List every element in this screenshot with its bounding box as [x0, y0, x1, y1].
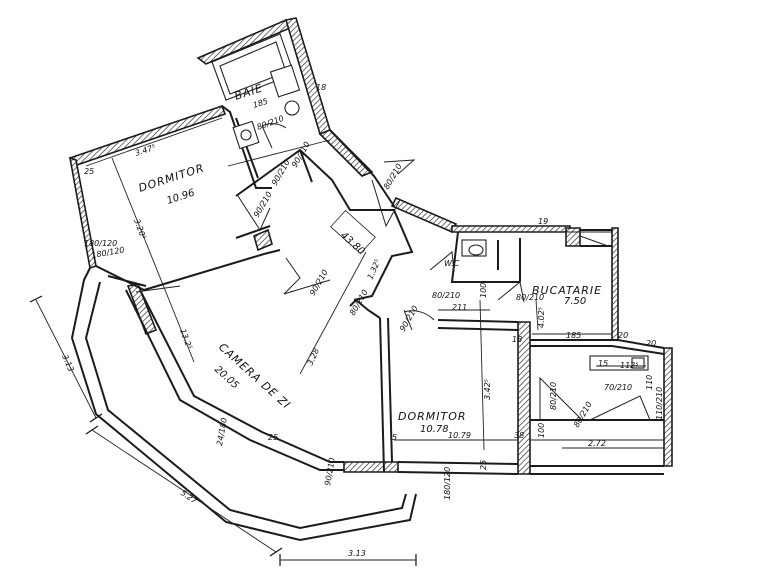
dim-label: 100 — [479, 283, 488, 298]
dim-label: 185 — [252, 97, 269, 110]
bathroom-sink — [269, 64, 301, 116]
dim-label: 25 — [268, 433, 278, 442]
door-living — [283, 257, 331, 295]
door-mark: 80/210 — [572, 400, 594, 429]
dim-label: 3.28 — [306, 347, 321, 367]
dim-label: 18 — [512, 335, 522, 344]
dim-label: 18 — [316, 83, 326, 92]
wall-lines — [70, 105, 665, 542]
door-hall-balcony — [371, 179, 401, 228]
kitchen-counter — [579, 235, 649, 371]
door-mark: 70/210 — [604, 383, 632, 392]
room-label-bedroom-2: DORMITOR — [398, 410, 467, 423]
dim-label: 13.2⁵ — [178, 328, 194, 351]
door-balcony-small — [539, 376, 584, 421]
fixtures — [211, 33, 649, 371]
door-mark: 110/210 — [655, 387, 664, 420]
door-mark: 90/210 — [270, 158, 292, 187]
dim-label: 5.27 — [179, 488, 200, 506]
dim-label: 19 — [538, 217, 548, 226]
wall-kitchen-corner — [565, 227, 581, 247]
door-mark: 90/210 — [323, 457, 337, 486]
room-area-kitchen: 7.50 — [564, 296, 586, 307]
dim-label: 25 — [479, 460, 488, 470]
wall-balcony-right — [663, 347, 673, 467]
doors — [135, 123, 664, 441]
wall-bedroom2-right — [517, 321, 531, 475]
room-label-bedroom-1: DORMITOR — [137, 161, 206, 195]
washing-machine — [232, 120, 260, 150]
room-label-wc: W.C — [444, 259, 460, 268]
dim-label: 25 — [84, 167, 94, 176]
dim-label: 4.02⁵ — [537, 307, 546, 328]
door-balcony-right — [589, 395, 651, 421]
dim-label: 3.13 — [60, 353, 75, 373]
room-area-hall: 43.80 — [338, 230, 367, 257]
dim-label: 15 — [598, 359, 608, 368]
room-labels: BAIE DORMITOR 10.96 CAMERA DE ZI 20.05 4… — [137, 81, 602, 435]
dim-label: 3.47⁵ — [134, 143, 157, 158]
dim-label: 110 — [645, 375, 654, 390]
dim-label: 20 — [646, 339, 656, 348]
door-bedroom2 — [403, 309, 435, 331]
dim-label: 3.20⁵ — [132, 218, 148, 241]
dim-label: 2.72 — [588, 439, 606, 448]
room-area-bedroom-2: 10.78 — [420, 424, 449, 435]
dim-label: 211 — [452, 303, 467, 312]
dim-label: 185 — [566, 331, 581, 340]
door-bedroom1 — [237, 195, 271, 232]
dim-label: 180/120 — [84, 239, 117, 248]
dimension-lines — [29, 117, 664, 566]
outer-walls — [68, 17, 673, 475]
hall-area-box — [330, 209, 376, 255]
door-mark: 80/210 — [348, 288, 370, 317]
door-entry — [383, 159, 416, 175]
dim-label: 38 — [514, 431, 524, 440]
door-mark: 80/210 — [256, 114, 286, 132]
dim-label: 3.42⁵ — [483, 379, 492, 400]
dim-label: 20 — [618, 331, 628, 340]
door-mark: 90/210 — [252, 190, 274, 219]
bathtub — [211, 33, 295, 101]
dim-label: 3.13 — [348, 549, 366, 558]
door-mark: 180/120 — [443, 467, 452, 500]
wall-kitchen-right — [611, 227, 619, 341]
door-mark: 90/210 — [398, 304, 420, 333]
door-mark: 80/210 — [432, 291, 460, 300]
door-mark: 80/210 — [382, 162, 404, 191]
wall-hall-stub — [253, 228, 273, 252]
door-mark: 80/210 — [516, 293, 544, 302]
toilet — [461, 239, 487, 257]
dim-label: 1.32⁵ — [366, 258, 383, 281]
wall-bath-corner — [318, 129, 374, 177]
door-mark: 80/210 — [549, 382, 558, 410]
door-mark: 90/210 — [308, 268, 330, 297]
door-bathroom — [261, 123, 287, 149]
room-label-kitchen: BUCATARIE — [532, 284, 602, 297]
door-kitchen — [497, 281, 525, 303]
dim-label: 100 — [537, 423, 546, 438]
dim-label: 5 — [392, 433, 397, 442]
wall-bedroom-top — [68, 104, 227, 167]
door-wc — [429, 251, 455, 273]
wall-wc-top — [451, 225, 571, 233]
wall-bedroom2-bottom — [343, 461, 399, 473]
dim-label: 112⁵ — [620, 361, 638, 370]
room-area-bedroom-1: 10.96 — [166, 188, 197, 207]
dim-label: 10.79 — [448, 431, 471, 440]
living-opening — [135, 285, 181, 293]
